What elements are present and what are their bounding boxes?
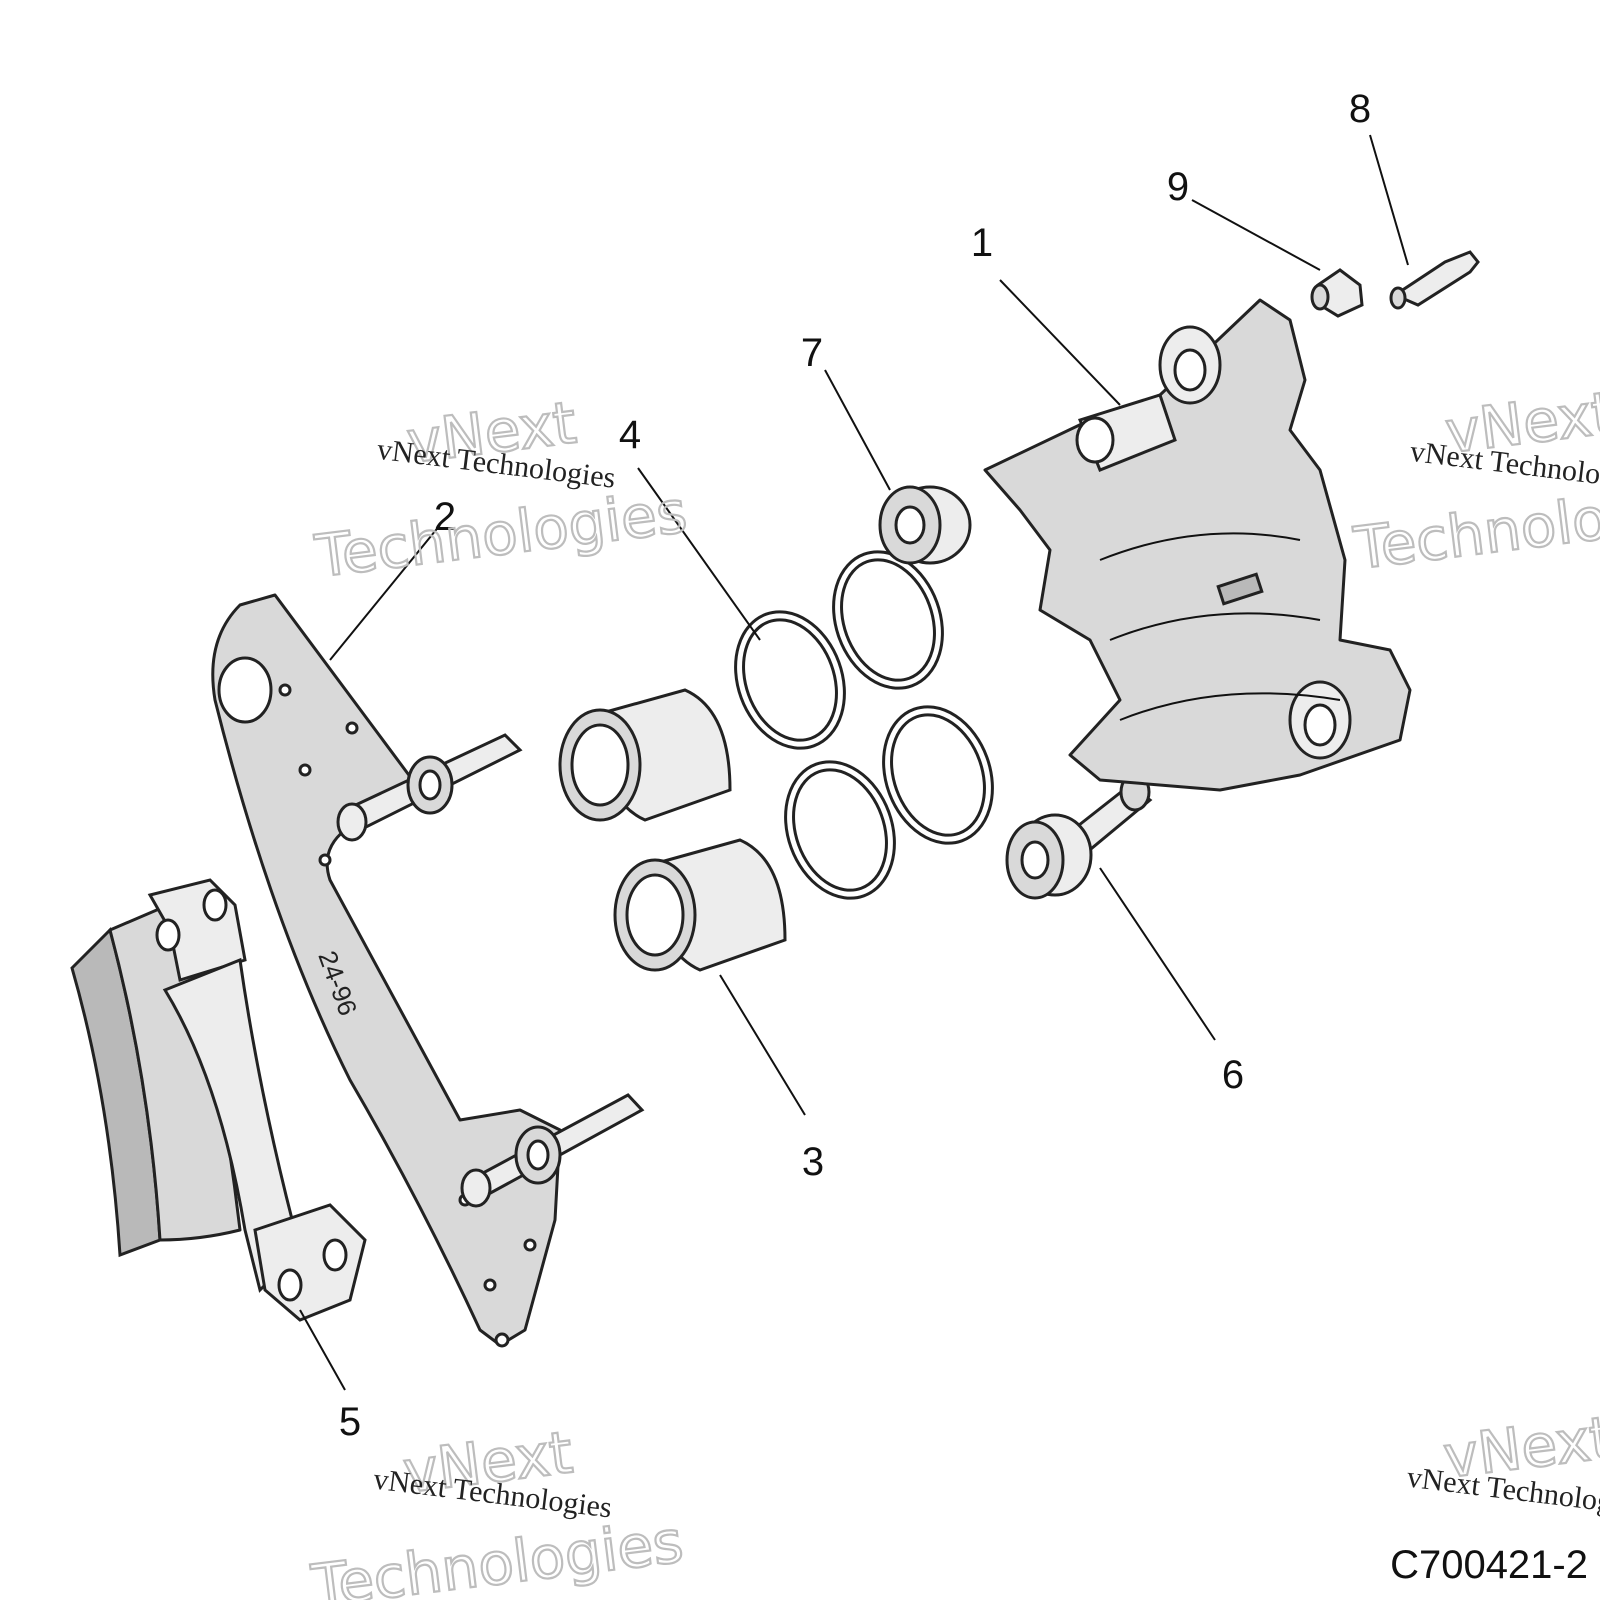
callout-2: 2 [434, 495, 456, 539]
seal-rings [734, 550, 994, 900]
pin-boot-upper [878, 485, 972, 565]
mounting-bracket-part: 24-96 [211, 593, 562, 1348]
watermark-bottom-right: vNext vNext Technologies [1405, 1402, 1600, 1522]
slide-pin-upper [336, 733, 523, 842]
watermark-outline-2: Technologies [311, 478, 690, 591]
slide-pin-lower [460, 1093, 645, 1208]
brake-pad-part [70, 878, 367, 1322]
watermark-outline-2: Technologies [308, 1507, 687, 1600]
drawing-code: C700421-2 [1390, 1543, 1588, 1587]
caliper-body-part [983, 298, 1412, 792]
leader-lines [299, 134, 1409, 1391]
bleeder-screw-part [1389, 250, 1480, 310]
callout-9: 9 [1167, 165, 1189, 209]
callout-7: 7 [801, 331, 823, 375]
callout-6: 6 [1222, 1053, 1244, 1097]
watermark-top-right: vNext vNext Technologies Technologies [1349, 377, 1600, 583]
watermark-bottom-left: vNext vNext Technologies Technologies [307, 1417, 688, 1605]
guide-pin-with-boot [1005, 772, 1153, 900]
piston-upper [558, 688, 732, 822]
callout-5: 5 [339, 1400, 361, 1444]
bleeder-cap-part [1310, 268, 1364, 318]
piston-lower [613, 838, 787, 972]
callout-8: 8 [1349, 87, 1371, 131]
callout-4: 4 [619, 413, 641, 457]
watermark-outline-2: Technologies [1350, 470, 1600, 583]
callout-3: 3 [802, 1140, 824, 1184]
watermark-top-left: vNext vNext Technologies Technologies [310, 387, 691, 591]
callout-1: 1 [971, 221, 993, 265]
